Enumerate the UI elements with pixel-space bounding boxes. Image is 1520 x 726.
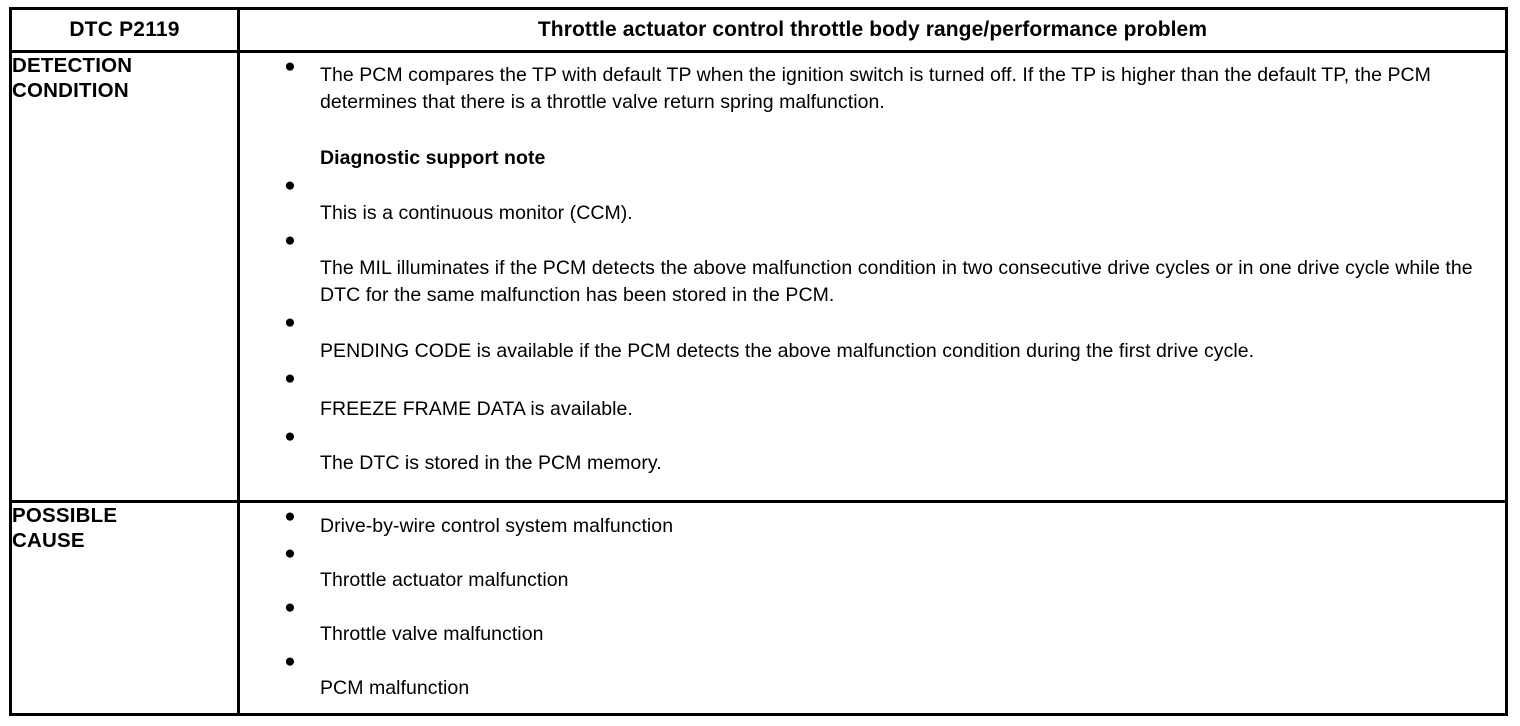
list-item-text: This is a continuous monitor (CCM). xyxy=(320,202,633,224)
diagnostic-support-note-heading: Diagnostic support note xyxy=(240,116,1505,172)
row-label-line: DETECTION xyxy=(12,54,133,77)
list-item: ● The PCM compares the TP with default T… xyxy=(240,53,1505,116)
bullet-icon: ● xyxy=(284,597,296,619)
list-item-text: PENDING CODE is available if the PCM det… xyxy=(320,340,1255,362)
possible-cause-content: ● Drive-by-wire control system malfuncti… xyxy=(237,500,1508,716)
row-label-line: CONDITION xyxy=(12,79,129,102)
list-item: ● This is a continuous monitor (CCM). xyxy=(240,172,1505,227)
list-item-text: The MIL illuminates if the PCM detects t… xyxy=(320,257,1473,306)
list-item: ● The DTC is stored in the PCM memory. xyxy=(240,423,1505,477)
note-heading-text: Diagnostic support note xyxy=(320,147,546,169)
list-item-text: PCM malfunction xyxy=(320,677,470,700)
list-item: ● Drive-by-wire control system malfuncti… xyxy=(240,503,1505,540)
row-label-possible-cause: POSSIBLE CAUSE xyxy=(9,500,240,716)
bullet-icon: ● xyxy=(284,230,296,251)
dtc-table: DTC P2119 Throttle actuator control thro… xyxy=(9,7,1508,716)
list-item: ● FREEZE FRAME DATA is available. xyxy=(240,365,1505,423)
row-label-line: POSSIBLE xyxy=(12,504,118,528)
list-item-text: Throttle valve malfunction xyxy=(320,623,544,646)
row-label-detection-condition: DETECTION CONDITION xyxy=(9,49,240,504)
row-label-line: CAUSE xyxy=(12,529,85,553)
list-item-text: The DTC is stored in the PCM memory. xyxy=(320,452,662,474)
detection-condition-content: ● The PCM compares the TP with default T… xyxy=(237,49,1508,504)
bullet-icon: ● xyxy=(284,368,296,389)
list-item-text: Throttle actuator malfunction xyxy=(320,569,569,592)
detection-condition-list: ● The PCM compares the TP with default T… xyxy=(240,53,1505,477)
list-item-text: The PCM compares the TP with default TP … xyxy=(320,64,1431,113)
bullet-icon: ● xyxy=(284,506,296,528)
bullet-icon: ● xyxy=(284,175,296,196)
list-item: ● Throttle actuator malfunction xyxy=(240,540,1505,594)
list-item: ● PENDING CODE is available if the PCM d… xyxy=(240,309,1505,365)
list-item: ● PCM malfunction xyxy=(240,648,1505,702)
bullet-icon: ● xyxy=(284,312,296,333)
dtc-code-cell: DTC P2119 xyxy=(9,7,240,53)
list-item-text: FREEZE FRAME DATA is available. xyxy=(320,398,633,420)
list-item: ● Throttle valve malfunction xyxy=(240,594,1505,648)
table-row-possible-cause: POSSIBLE CAUSE ● Drive-by-wire control s… xyxy=(9,500,1508,716)
bullet-icon: ● xyxy=(284,56,296,77)
table-header-row: DTC P2119 Throttle actuator control thro… xyxy=(9,7,1508,53)
list-item-text: Drive-by-wire control system malfunction xyxy=(320,515,674,538)
dtc-title-cell: Throttle actuator control throttle body … xyxy=(237,7,1508,53)
bullet-icon: ● xyxy=(284,651,296,673)
bullet-icon: ● xyxy=(284,426,296,447)
table-row-detection-condition: DETECTION CONDITION ● The PCM compares t… xyxy=(9,49,1508,504)
list-item: ● The MIL illuminates if the PCM detects… xyxy=(240,227,1505,309)
bullet-icon: ● xyxy=(284,543,296,565)
possible-cause-list: ● Drive-by-wire control system malfuncti… xyxy=(240,503,1505,702)
